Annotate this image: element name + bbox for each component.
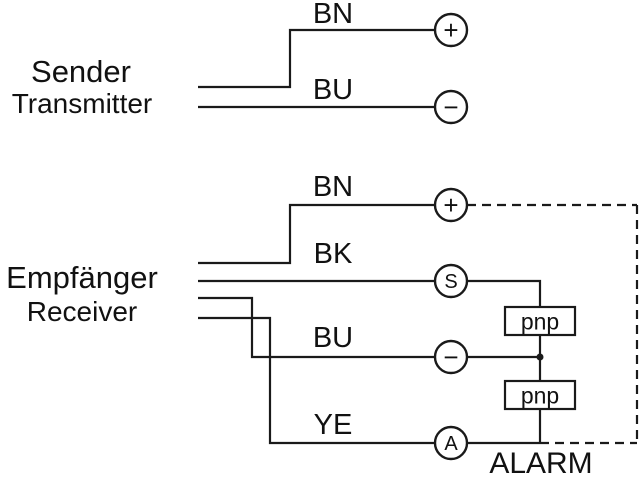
sender-wire-bu-label: BU — [313, 74, 353, 106]
receiver-wire-bn — [198, 203, 434, 265]
sender-wire-bn — [198, 28, 434, 89]
alarm-label: ALARM — [489, 447, 592, 478]
sender-terminal-positive — [433, 12, 469, 48]
receiver-terminal-signal-symbol: S — [444, 271, 457, 293]
receiver-wire-bu-label: BU — [313, 322, 353, 354]
signal-to-pnp1-wire — [467, 279, 542, 307]
sender-terminal-negative-symbol: − — [443, 92, 458, 122]
sender-subtitle: Transmitter — [12, 88, 153, 119]
receiver-wire-bu — [198, 296, 434, 359]
sender-terminal-positive-symbol: + — [443, 15, 458, 45]
receiver-title: Empfänger — [6, 260, 158, 295]
receiver-subtitle: Receiver — [27, 296, 137, 327]
receiver-section: Empfänger Receiver BN + BK S BU − YE A — [6, 171, 469, 461]
receiver-wire-ye — [198, 316, 434, 445]
pnp-output-label-2: pnp — [521, 382, 559, 408]
receiver-terminal-alarm-symbol: A — [444, 433, 458, 455]
sender-section: Sender Transmitter BN + BU − — [12, 0, 469, 125]
junction-dot — [536, 353, 544, 361]
sender-wire-bn-label: BN — [313, 0, 353, 30]
sender-terminal-negative — [433, 89, 469, 125]
pnp-output-label-1: pnp — [521, 308, 559, 334]
receiver-wire-ye-label: YE — [314, 409, 353, 441]
sender-title: Sender — [31, 54, 131, 89]
receiver-terminal-positive-symbol: + — [443, 190, 458, 220]
receiver-wire-bk-label: BK — [314, 238, 353, 270]
alarm-output-section: pnp pnp ALARM — [467, 203, 639, 478]
pnp-output-box-1 — [503, 305, 577, 337]
pnp-output-box-2 — [503, 379, 577, 411]
receiver-wire-bn-label: BN — [313, 171, 353, 203]
receiver-terminal-negative-symbol: − — [443, 342, 458, 372]
